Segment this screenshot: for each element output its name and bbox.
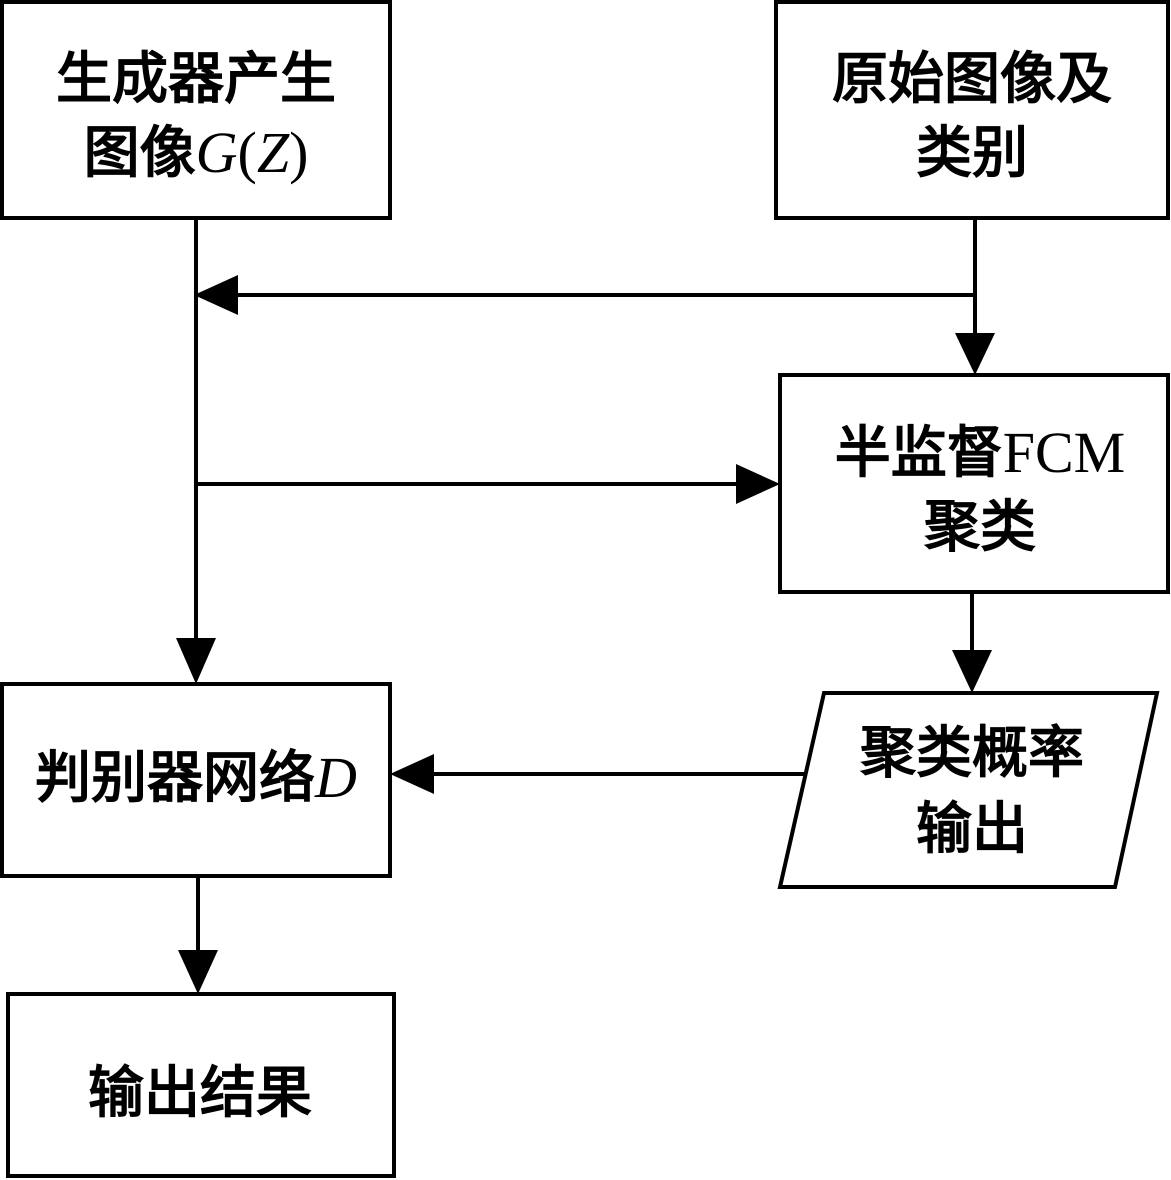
original-label-line1: 原始图像及 [832,46,1112,112]
node-generator: 生成器产生 图像G(Z) [0,0,392,220]
fcm-label-line1: 半监督FCM [835,420,1126,486]
arrowhead-discriminator-right [390,754,434,794]
node-probability-output: 聚类概率 输出 [777,691,1160,889]
generator-label-line1: 生成器产生 [56,46,336,112]
node-result: 输出结果 [6,992,396,1178]
generator-label-line2: 图像G(Z) [84,120,309,186]
result-label: 输出结果 [88,1060,312,1126]
arrowhead-discriminator-top [176,638,216,684]
node-discriminator: 判别器网络D [0,682,392,878]
arrowhead-fcm-top [955,333,995,375]
fcm-label-line2: 聚类 [923,494,1036,560]
arrowhead-generator-path [194,275,238,315]
probability-label-line1: 聚类概率 [859,720,1084,786]
node-original-image: 原始图像及 类别 [774,0,1170,220]
arrowhead-fcm-left [736,464,780,504]
edges [176,218,995,994]
original-label-line2: 类别 [916,120,1028,186]
discriminator-label: 判别器网络D [35,745,357,811]
node-fcm: 半监督FCM 聚类 [778,373,1170,594]
probability-label-line2: 输出 [916,796,1028,862]
arrowhead-probability-top [952,650,992,693]
arrowhead-result-top [178,950,218,994]
